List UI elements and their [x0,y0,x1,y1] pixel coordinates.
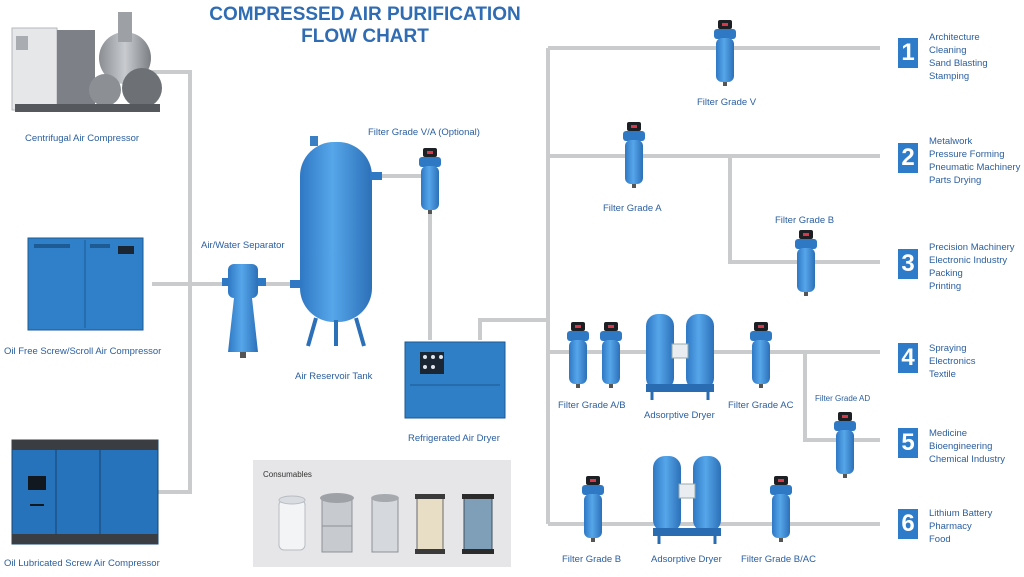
application-item: Chemical Industry [929,454,1006,465]
application-list-6: Lithium Battery Pharmacy Food [929,507,992,546]
filter-b-bottom-filter [582,476,604,542]
filter-v-filter [714,20,736,86]
application-item: Cleaning [929,45,967,56]
chart-title: COMPRESSED AIR PURIFICATION FLOW CHART [190,4,540,48]
filter-a-filter [623,122,645,188]
application-item: Spraying [929,343,967,354]
application-item: Food [929,534,951,545]
air-reservoir-tank [290,136,382,347]
air-water-separator [222,264,266,358]
application-list-4: Spraying Electronics Textile [929,342,975,381]
application-item: Sand Blasting [929,58,988,69]
application-number-5: 5 [898,428,918,458]
application-number-4: 4 [898,343,918,373]
adsorptive-dryer-2-label: Adsorptive Dryer [651,554,722,565]
filters [419,20,856,542]
application-list-1: Architecture Cleaning Sand Blasting Stam… [929,31,988,83]
filter-b-top-filter [795,230,817,296]
application-list-2: Metalwork Pressure Forming Pneumatic Mac… [929,135,1020,187]
filter-v-label: Filter Grade V [697,97,757,108]
application-item: Packing [929,268,963,279]
application-item: Metalwork [929,136,973,147]
air-filter-icon [415,494,445,554]
application-item: Parts Drying [929,175,982,186]
oil-lubricated-compressor-label: Oil Lubricated Screw Air Compressor [4,558,160,569]
filter-ad-label: Filter Grade AD [815,394,871,403]
centrifugal-compressor-label: Centrifugal Air Compressor [25,133,140,144]
filter-ad-filter [834,412,856,478]
application-item: Medicine [929,428,968,439]
application-item: Textile [929,369,956,380]
oil-free-compressor-label: Oil Free Screw/Scroll Air Compressor [4,346,162,357]
oil-filter-icon [278,495,306,551]
tank-label: Air Reservoir Tank [295,371,373,382]
application-item: Precision Machinery [929,242,1015,253]
filter-ac-filter [750,322,772,388]
adsorptive-dryer-2 [653,456,721,544]
application-list-5: Medicine Bioengineering Chemical Industr… [929,427,1005,466]
filter-ab-1-filter [567,322,589,388]
oil-lubricated-screw-compressor-image [11,439,159,545]
adsorptive-dryer-1-label: Adsorptive Dryer [644,410,715,421]
air-filter-cartridge-icon [462,494,494,554]
application-item: Bioengineering [929,441,993,452]
filter-va-label: Filter Grade V/A (Optional) [368,127,480,138]
application-item: Printing [929,281,962,292]
application-item: Electronics [929,356,976,367]
filter-bac-label: Filter Grade B/AC [741,554,816,565]
application-number-6: 6 [898,509,918,539]
application-number-1: 1 [898,38,918,68]
pipes [150,46,880,526]
application-item: Pressure Forming [929,149,1005,160]
application-item: Electronic Industry [929,255,1008,266]
chart-title-line2: FLOW CHART [301,26,429,47]
refrigerated-air-dryer [404,341,506,419]
filter-a-label: Filter Grade A [603,203,662,214]
filter-va-filter [419,148,441,214]
filter-ac-label: Filter Grade AC [728,400,794,411]
oil-free-screw-compressor-image [27,237,144,331]
filter-b-bottom-label: Filter Grade B [562,554,622,565]
adsorptive-dryer-1 [646,314,714,400]
consumables-panel: Consumables [253,460,511,567]
application-list-3: Precision Machinery Electronic Industry … [929,241,1015,293]
application-item: Pharmacy [929,521,972,532]
filter-bac-filter [770,476,792,542]
chart-title-line1: COMPRESSED AIR PURIFICATION [209,4,521,25]
application-number-2: 2 [898,143,918,173]
application-item: Pneumatic Machinery [929,162,1021,173]
oil-separator-icon [320,493,354,553]
dryer-label: Refrigerated Air Dryer [408,433,500,444]
application-item: Architecture [929,32,980,43]
application-item: Stamping [929,71,970,82]
filter-b-top-label: Filter Grade B [775,215,835,226]
centrifugal-compressor-image [11,12,162,112]
application-number-3: 3 [898,249,918,279]
separator-label: Air/Water Separator [201,240,285,251]
application-item: Lithium Battery [929,508,993,519]
filter-ab-label: Filter Grade A/B [558,400,626,411]
separator-element-icon [371,494,399,553]
filter-ab-2-filter [600,322,622,388]
consumables-label: Consumables [263,470,312,479]
